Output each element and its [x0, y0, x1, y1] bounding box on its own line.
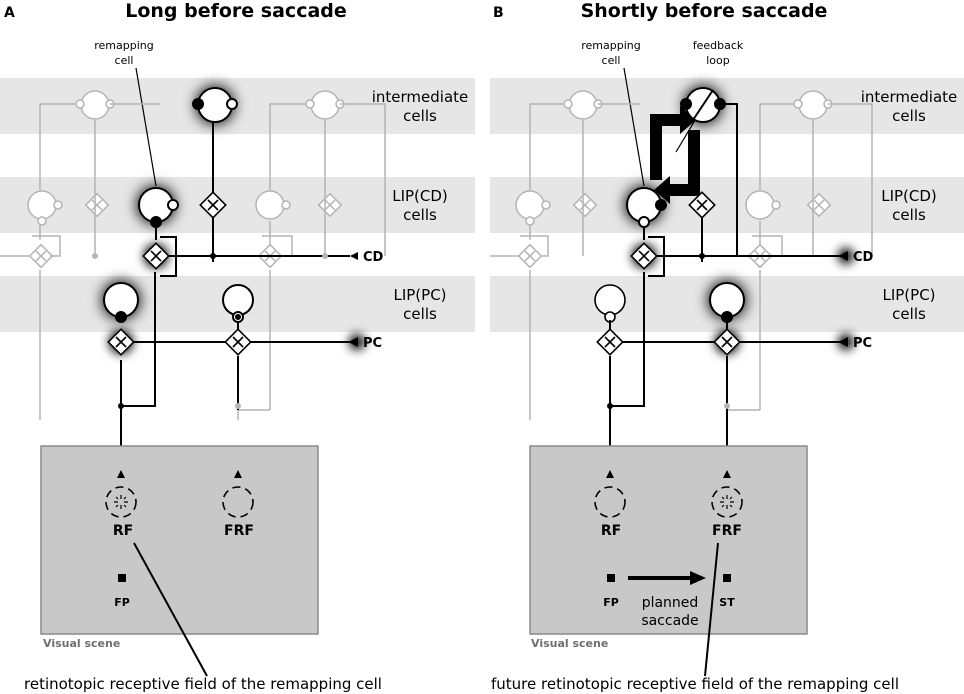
- active-cells-b: [626, 87, 745, 323]
- junction-dot-5: [322, 253, 328, 259]
- fixation-point: [118, 574, 126, 582]
- synapse-filled: [115, 311, 127, 323]
- panel-b-title: Shortly before saccade: [581, 0, 828, 22]
- remapping-pointer-b: [623, 67, 645, 187]
- lippc-label-b: LIP(PC): [882, 286, 935, 304]
- lipcd-label-b-2: cells: [892, 206, 926, 224]
- frf-terminal-b: [723, 470, 731, 478]
- feedback-arrow-down: [654, 130, 700, 204]
- intermediate-label-b-2: cells: [892, 107, 926, 125]
- panel-b-letter: B: [493, 5, 504, 21]
- inactive-network-b: [490, 90, 873, 420]
- panel-b-caption: future retinotopic receptive field of th…: [491, 675, 899, 693]
- saccade-target: [723, 574, 731, 582]
- cd-input-label: CD: [363, 250, 384, 265]
- pc-input-label: PC: [363, 336, 382, 351]
- frf-circle: [222, 486, 254, 518]
- rf-terminal: [117, 470, 125, 478]
- lipcd-label-2: cells: [403, 206, 437, 224]
- rf-label-b: RF: [601, 523, 621, 539]
- synapse-filled: [721, 311, 733, 323]
- synapse-open: [167, 199, 179, 211]
- visual-scene-label-b: Visual scene: [531, 637, 608, 650]
- pc-input-label-b: PC: [853, 336, 872, 351]
- synapse-open: [226, 98, 238, 110]
- synapse-filled: [680, 98, 692, 110]
- saccade-label: planned: [642, 595, 699, 611]
- frf-terminal: [234, 470, 242, 478]
- multipliers: [107, 191, 252, 356]
- junction-dot-3: [235, 403, 241, 409]
- rf-label: RF: [113, 523, 133, 539]
- stimulus-burst: [114, 495, 128, 509]
- panel-a-caption: retinotopic receptive field of the remap…: [24, 675, 382, 693]
- active-cells: [103, 87, 254, 323]
- cd-input-label-b: CD: [853, 250, 874, 265]
- frf-label-b: FRF: [712, 523, 742, 539]
- rf-circle: [105, 486, 137, 518]
- pc-input-arrow-b: [838, 337, 848, 347]
- synapse-filled: [714, 98, 726, 110]
- st-label: ST: [719, 596, 735, 609]
- synapse-filled: [150, 216, 162, 228]
- lipcd-label: LIP(CD): [392, 187, 448, 205]
- fp-label-b: FP: [603, 596, 619, 609]
- panel-a-title: Long before saccade: [125, 0, 347, 22]
- feedback-loop-label: feedback: [693, 39, 744, 52]
- inactive-network: [0, 90, 386, 420]
- synapse-open: [638, 216, 650, 228]
- cd-input-arrow-b: [838, 251, 848, 261]
- rf-circle-b: [594, 486, 626, 518]
- remapping-cell-label-b-2: cell: [602, 54, 621, 67]
- saccade-label-2: saccade: [641, 613, 698, 629]
- lippc-cell: [222, 284, 254, 316]
- fixation-point-b: [607, 574, 615, 582]
- lippc-label-2: cells: [403, 305, 437, 323]
- feedback-arrow-up: [650, 106, 696, 180]
- visual-scene-label: Visual scene: [43, 637, 120, 650]
- stimulus-burst-b: [720, 495, 734, 509]
- lippc-label-b-2: cells: [892, 305, 926, 323]
- visual-scene-b: [529, 445, 808, 635]
- junction-dot-b: [699, 253, 705, 259]
- remapping-pointer: [135, 67, 157, 187]
- cd-input-arrow: [350, 252, 358, 260]
- lipcd-band-b: [490, 177, 964, 233]
- panel-a: A Long before saccade intermediate cells…: [0, 0, 475, 693]
- synapse-filled: [192, 98, 204, 110]
- frf-circle-b: [711, 486, 743, 518]
- junction-dot-2: [118, 403, 124, 409]
- remapping-cell-label-b: remapping: [581, 39, 640, 52]
- feedback-loop: [650, 106, 700, 204]
- intermediate-band-b: [490, 78, 964, 134]
- synapse-core: [235, 314, 241, 320]
- panel-a-letter: A: [4, 5, 15, 21]
- junction-dot-4: [92, 253, 98, 259]
- lipcd-band: [0, 177, 475, 233]
- junction-dot-b-3: [724, 403, 730, 409]
- frf-label: FRF: [224, 523, 254, 539]
- intermediate-label: intermediate: [372, 88, 469, 106]
- fp-label: FP: [114, 596, 130, 609]
- feedback-loop-label-2: loop: [706, 54, 730, 67]
- synapse-filled: [655, 199, 667, 211]
- intermediate-label-b: intermediate: [861, 88, 958, 106]
- remapping-cell-label: remapping: [94, 39, 153, 52]
- multipliers-b: [596, 191, 741, 356]
- lippc-label: LIP(PC): [393, 286, 446, 304]
- pc-input-arrow: [348, 337, 358, 347]
- junction-dot-b-2: [607, 403, 613, 409]
- lipcd-label-b: LIP(CD): [881, 187, 937, 205]
- intermediate-label-2: cells: [403, 107, 437, 125]
- saccade-arrow: [628, 571, 706, 585]
- remapping-cell-label-2: cell: [115, 54, 134, 67]
- junction-dot: [210, 253, 216, 259]
- rf-terminal-b: [606, 470, 614, 478]
- caption-pointer-b: [704, 542, 719, 677]
- caption-pointer: [133, 542, 208, 677]
- panel-b: B Shortly before saccade intermediate ce…: [490, 0, 964, 693]
- visual-scene: [40, 445, 319, 635]
